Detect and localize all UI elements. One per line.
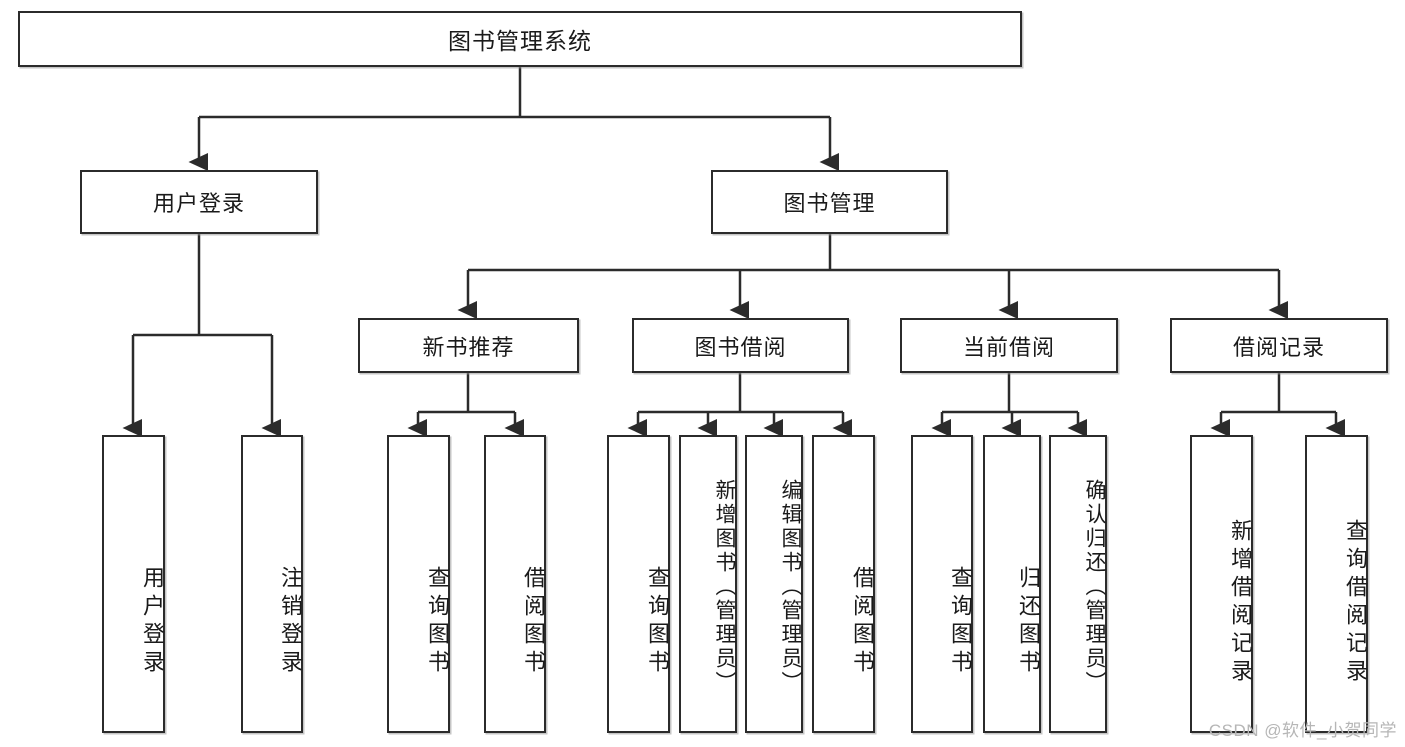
node-label: 用户登录 (152, 191, 245, 216)
node-book-management[interactable]: 图书管理 (711, 170, 948, 234)
leaf-add-borrow-record[interactable]: 新增借阅记录 (1190, 435, 1253, 733)
leaf-user-login[interactable]: 用户登录 (102, 435, 165, 733)
node-label: 图书管理 (783, 191, 876, 216)
node-label: 查询图书 (645, 566, 670, 678)
node-current-borrow[interactable]: 当前借阅 (900, 318, 1118, 373)
node-label: 新书推荐 (422, 334, 515, 360)
node-label: 查询借阅记录 (1343, 519, 1368, 687)
leaf-query-borrow-record[interactable]: 查询借阅记录 (1305, 435, 1368, 733)
node-label: 查询图书 (425, 566, 450, 678)
leaf-query-book-borrow[interactable]: 查询图书 (607, 435, 670, 733)
node-label: 用户登录 (140, 566, 165, 678)
leaf-edit-book-admin[interactable]: 编辑图书（管理员） (745, 435, 803, 733)
node-user-login[interactable]: 用户登录 (80, 170, 318, 234)
node-new-book-recommend[interactable]: 新书推荐 (358, 318, 579, 373)
node-label: 编辑图书（管理员） (779, 479, 802, 695)
leaf-borrow-book-recommend[interactable]: 借阅图书 (484, 435, 546, 733)
leaf-query-book-current[interactable]: 查询图书 (911, 435, 973, 733)
node-book-borrow[interactable]: 图书借阅 (632, 318, 849, 373)
node-root-system[interactable]: 图书管理系统 (18, 11, 1022, 67)
leaf-return-book[interactable]: 归还图书 (983, 435, 1041, 733)
leaf-query-book-recommend[interactable]: 查询图书 (387, 435, 450, 733)
node-label: 借阅记录 (1232, 334, 1325, 360)
node-label: 新增借阅记录 (1228, 519, 1253, 687)
node-label: 借阅图书 (521, 566, 546, 678)
leaf-add-book-admin[interactable]: 新增图书（管理员） (679, 435, 737, 733)
watermark-text: CSDN @软件_小贺同学 (1208, 721, 1397, 740)
node-label: 图书管理系统 (448, 28, 592, 54)
node-label: 确认归还（管理员） (1083, 479, 1106, 695)
node-label: 归还图书 (1016, 566, 1041, 678)
node-label: 借阅图书 (850, 566, 875, 678)
node-label: 当前借阅 (962, 334, 1055, 360)
node-label: 新增图书（管理员） (713, 479, 736, 695)
leaf-logout[interactable]: 注销登录 (241, 435, 303, 733)
leaf-borrow-book[interactable]: 借阅图书 (812, 435, 875, 733)
node-label: 图书借阅 (694, 334, 787, 360)
node-label: 注销登录 (278, 566, 303, 678)
node-borrow-records[interactable]: 借阅记录 (1170, 318, 1388, 373)
node-label: 查询图书 (948, 566, 973, 678)
leaf-confirm-return-admin[interactable]: 确认归还（管理员） (1049, 435, 1107, 733)
